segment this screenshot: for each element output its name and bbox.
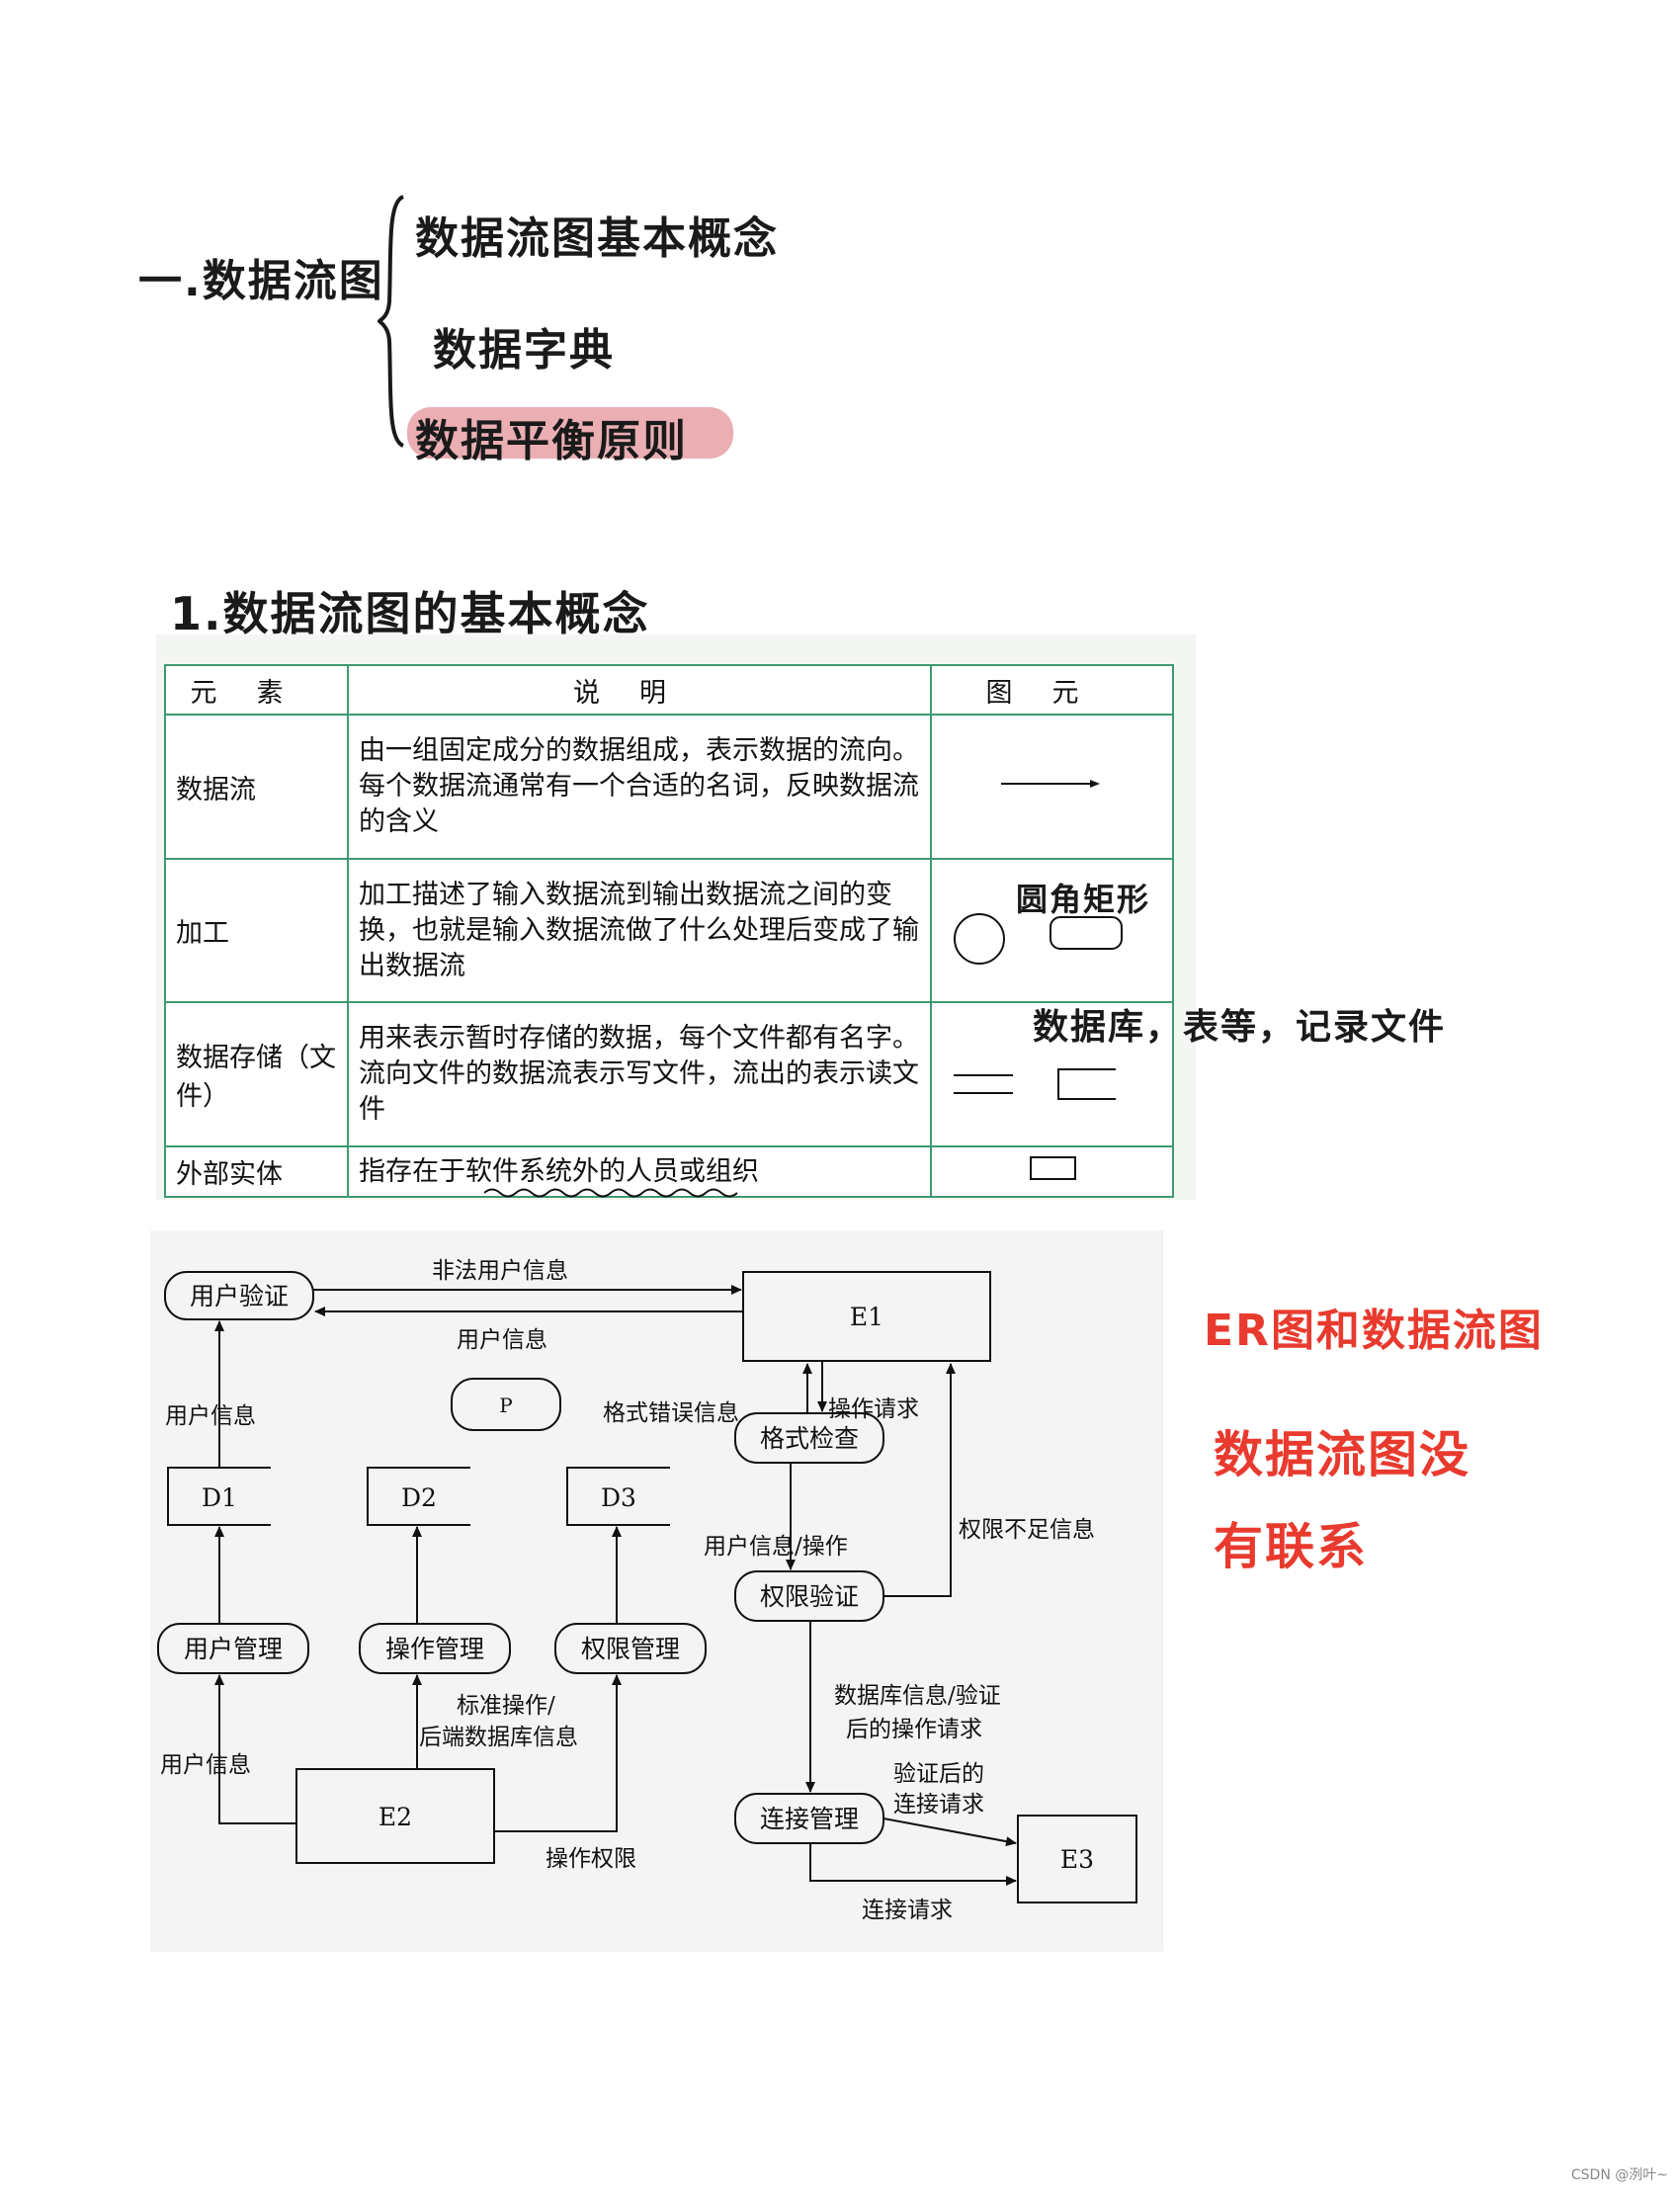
entity-e3 bbox=[1017, 1815, 1137, 1903]
entity-label: E3 bbox=[1060, 1845, 1094, 1874]
external-entity-icon bbox=[1030, 1156, 1076, 1180]
process-label: P bbox=[499, 1394, 512, 1417]
red-note-er-vs-dfd: ER图和数据流图 bbox=[1204, 1306, 1544, 1356]
flow-label: 用户信息 bbox=[160, 1752, 251, 1778]
table-row: 外部实体 指存在于软件系统外的人员或组织 bbox=[164, 1145, 1174, 1198]
element-name: 数据流 bbox=[164, 714, 349, 860]
dfd-panel bbox=[150, 1230, 1163, 1952]
process-label: 权限验证 bbox=[760, 1582, 859, 1611]
process-operation-mgmt bbox=[359, 1623, 511, 1674]
annotation-database: 数据库，表等，记录文件 bbox=[1033, 1007, 1447, 1048]
table-row: 数据存储（文件） 用来表示暂时存储的数据，每个文件都有名字。流向文件的数据流表示… bbox=[164, 1001, 1174, 1147]
process-format-check bbox=[734, 1412, 884, 1464]
flow-label: 后的操作请求 bbox=[846, 1717, 982, 1742]
elements-table-panel: 元素 说明 图元 数据流 由一组固定成分的数据组成，表示数据的流向。每个数据流通… bbox=[156, 634, 1196, 1200]
flow-label: 格式错误信息 bbox=[603, 1400, 739, 1426]
highlight-marker bbox=[407, 407, 733, 459]
glyph-cell bbox=[930, 858, 1174, 1003]
element-name: 外部实体 bbox=[164, 1145, 349, 1198]
process-p bbox=[451, 1378, 561, 1431]
table-row: 数据流 由一组固定成分的数据组成，表示数据的流向。每个数据流通常有一个合适的名词… bbox=[164, 714, 1174, 860]
store-label: D1 bbox=[202, 1483, 237, 1512]
squiggle-underline bbox=[484, 1188, 738, 1198]
data-store-icon bbox=[954, 1067, 1116, 1100]
brace-icon bbox=[378, 195, 405, 448]
flow-label: 标准操作/ bbox=[457, 1693, 555, 1719]
outline-item-basic-concepts: 数据流图基本概念 bbox=[415, 213, 779, 264]
entity-label: E2 bbox=[378, 1803, 412, 1831]
flow-label: 连接请求 bbox=[893, 1792, 984, 1818]
data-flow-diagram: E1 E2 E3 用户验证 P 格式检查 权限验证 连接管理 用户管理 操作管理… bbox=[157, 1258, 1137, 1923]
element-description: 加工描述了输入数据流到输出数据流之间的变换，也就是输入数据流做了什么处理后变成了… bbox=[347, 858, 932, 1003]
outline-item-balance-principle: 数据平衡原则 bbox=[415, 416, 688, 466]
flow-label: 用户信息 bbox=[457, 1327, 547, 1353]
red-note-no-relation-2: 有联系 bbox=[1214, 1518, 1368, 1575]
flow-label: 操作权限 bbox=[546, 1846, 636, 1872]
element-name: 加工 bbox=[164, 858, 349, 1003]
flow-label: 操作请求 bbox=[828, 1396, 919, 1422]
footer-watermark: CSDN @洌叶~ bbox=[1570, 2167, 1668, 2183]
process-label: 用户验证 bbox=[190, 1282, 289, 1310]
glyph-cell bbox=[930, 714, 1174, 860]
process-label: 权限管理 bbox=[581, 1635, 680, 1663]
entity-e2 bbox=[295, 1768, 495, 1864]
outline-item-data-dictionary: 数据字典 bbox=[433, 325, 615, 376]
glyph-cell bbox=[930, 1001, 1174, 1147]
process-user-mgmt bbox=[157, 1623, 309, 1674]
flow-label: 后端数据库信息 bbox=[419, 1725, 578, 1750]
table-row: 加工 加工描述了输入数据流到输出数据流之间的变换，也就是输入数据流做了什么处理后… bbox=[164, 858, 1174, 1003]
element-description: 由一组固定成分的数据组成，表示数据的流向。每个数据流通常有一个合适的名词，反映数… bbox=[347, 714, 932, 860]
outline-root: 一.数据流图 bbox=[138, 256, 384, 306]
process-label: 格式检查 bbox=[760, 1424, 859, 1453]
element-description: 用来表示暂时存储的数据，每个文件都有名字。流向文件的数据流表示写文件，流出的表示… bbox=[347, 1001, 932, 1147]
entity-label: E1 bbox=[850, 1303, 883, 1331]
process-shapes-icon bbox=[954, 913, 1123, 965]
flow-label: 非法用户信息 bbox=[432, 1258, 568, 1284]
flow-label: 用户信息 bbox=[165, 1403, 256, 1429]
header-description: 说明 bbox=[347, 664, 932, 716]
flow-label: 数据库信息/验证 bbox=[834, 1683, 1001, 1709]
header-glyph: 图元 bbox=[930, 664, 1174, 716]
annotation-rounded-rect: 圆角矩形 bbox=[1016, 881, 1151, 918]
store-label: D2 bbox=[401, 1483, 437, 1512]
flow-label: 连接请求 bbox=[862, 1898, 953, 1923]
process-permission-mgmt bbox=[554, 1623, 707, 1674]
elements-table: 元素 说明 图元 数据流 由一组固定成分的数据组成，表示数据的流向。每个数据流通… bbox=[164, 664, 1174, 1198]
header-element: 元素 bbox=[164, 664, 349, 716]
flow-label: 验证后的 bbox=[893, 1761, 984, 1787]
arrow-icon bbox=[1001, 779, 1100, 788]
store-d2 bbox=[367, 1467, 470, 1526]
flow-label: 用户信息/操作 bbox=[704, 1534, 848, 1560]
entity-e1 bbox=[742, 1271, 991, 1362]
process-label: 用户管理 bbox=[184, 1635, 283, 1663]
process-label: 操作管理 bbox=[385, 1635, 484, 1663]
red-note-no-relation-1: 数据流图没 bbox=[1214, 1426, 1470, 1483]
process-user-auth bbox=[164, 1271, 314, 1320]
store-label: D3 bbox=[601, 1483, 636, 1512]
store-d3 bbox=[566, 1467, 670, 1526]
flow-label: 权限不足信息 bbox=[959, 1517, 1095, 1543]
process-label: 连接管理 bbox=[760, 1805, 859, 1833]
element-name: 数据存储（文件） bbox=[164, 1001, 349, 1147]
element-description: 指存在于软件系统外的人员或组织 bbox=[347, 1145, 932, 1198]
glyph-cell bbox=[930, 1145, 1174, 1198]
section-heading: 1.数据流图的基本概念 bbox=[170, 587, 650, 640]
